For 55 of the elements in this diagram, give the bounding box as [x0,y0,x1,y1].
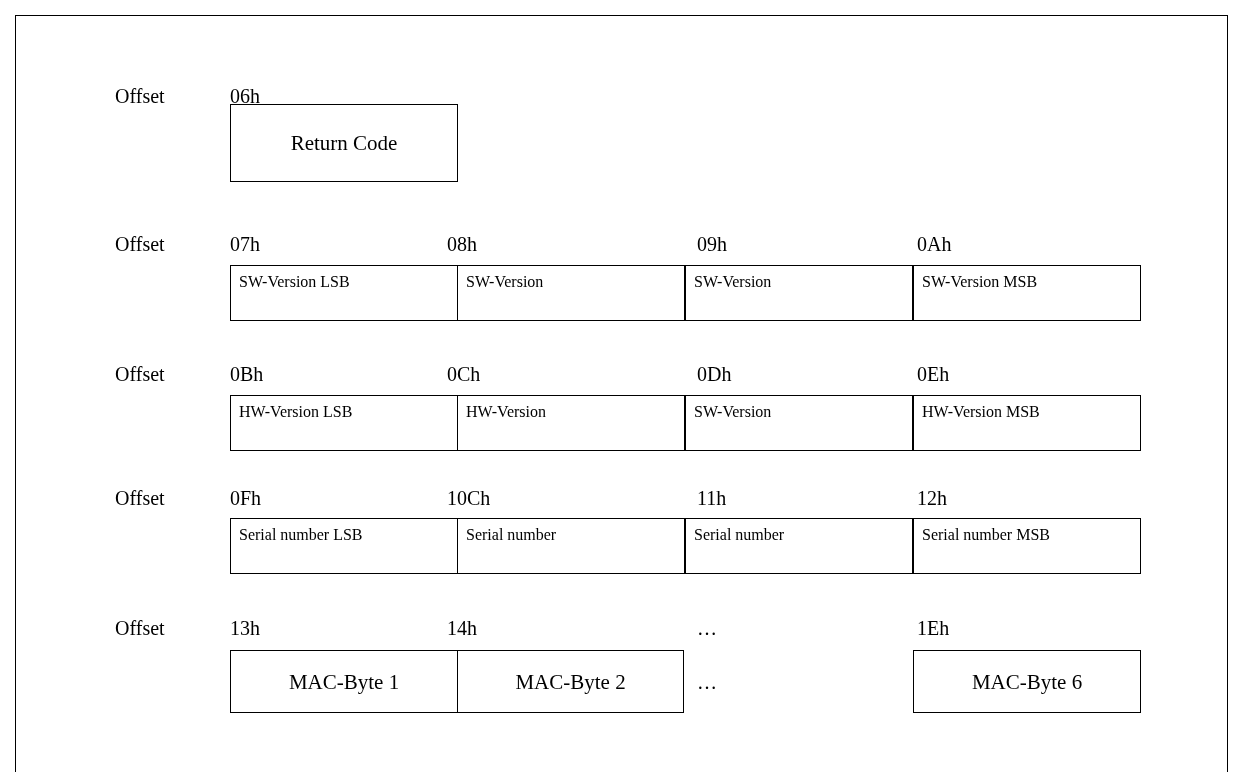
field-name: MAC-Byte 2 [514,669,627,694]
offset-value: 14h [447,616,477,640]
offset-label: Offset [115,362,165,386]
offset-value: 1Eh [917,616,950,640]
field-name: HW-Version [466,402,547,422]
field-name: Return Code [289,131,399,155]
field-name: SW-Version MSB [922,272,1039,292]
offset-value: 0Fh [230,486,262,510]
field-name: SW-Version LSB [239,272,351,292]
field-box [457,395,685,451]
offset-value: 0Dh [697,362,732,386]
field-name: Serial number LSB [239,525,364,545]
offset-value: 0Eh [917,362,950,386]
field-box [230,265,458,321]
field-box [457,518,685,574]
field-name: Serial number MSB [922,525,1051,545]
ellipsis: … [697,670,717,694]
field-box [230,650,458,713]
field-name: HW-Version LSB [239,402,354,422]
field-box [457,650,684,713]
offset-label: Offset [115,84,165,108]
ellipsis: … [697,616,717,640]
offset-label: Offset [115,616,165,640]
offset-value: 0Ah [917,232,952,256]
field-box [230,518,458,574]
offset-value: 0Bh [230,362,264,386]
offset-value: 09h [697,232,727,256]
offset-value: 10Ch [447,486,491,510]
field-box [913,650,1141,713]
offset-value: 07h [230,232,260,256]
offset-value: 0Ch [447,362,481,386]
field-box [913,518,1141,574]
field-box [685,518,913,574]
offset-value: 11h [697,486,727,510]
field-name: MAC-Byte 1 [287,669,401,694]
field-name: SW-Version [466,272,545,292]
offset-label: Offset [115,232,165,256]
field-name: Serial number [694,525,786,545]
field-box [457,265,685,321]
field-box [230,104,458,182]
field-box [230,395,458,451]
field-name: HW-Version MSB [922,402,1041,422]
field-name: Serial number [466,525,558,545]
offset-value: 13h [230,616,260,640]
offset-label: Offset [115,486,165,510]
field-name: SW-Version [694,272,773,292]
field-box [685,395,913,451]
field-name: MAC-Byte 6 [970,669,1084,694]
offset-value: 08h [447,232,477,256]
field-box [913,265,1141,321]
offset-value: 06h [230,84,260,108]
field-name: SW-Version [694,402,773,422]
field-box [685,265,913,321]
field-box [913,395,1141,451]
offset-value: 12h [917,486,947,510]
